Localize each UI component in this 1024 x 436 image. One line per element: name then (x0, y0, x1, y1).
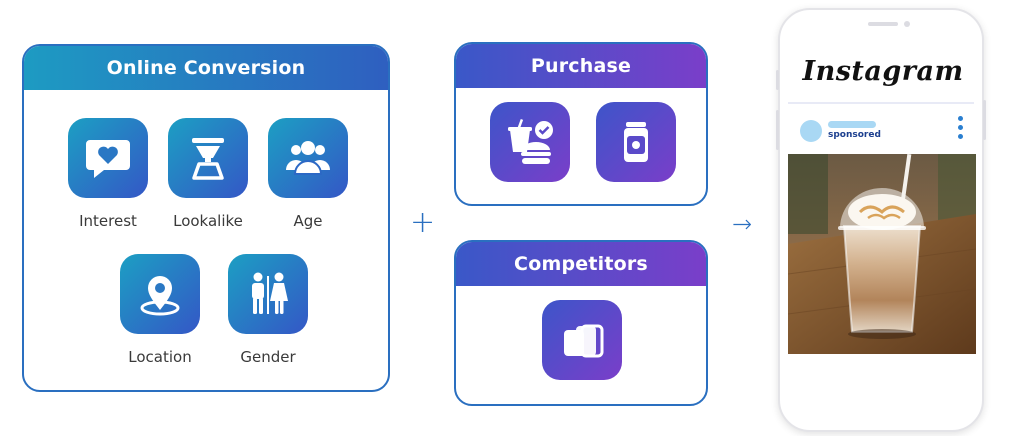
iced-coffee-illustration (788, 154, 976, 354)
people-group-icon (286, 141, 330, 175)
phone-side-button-right (983, 100, 986, 140)
post-account-placeholder (828, 121, 876, 128)
post-more-options-icon[interactable] (958, 116, 964, 143)
competitors-card: Competitors (454, 240, 708, 406)
coffee-dripper-icon (192, 138, 224, 180)
interest-label: Interest (79, 212, 137, 230)
online-conversion-title: Online Conversion (24, 46, 388, 90)
iced-coffee-photo (788, 154, 976, 354)
lookalike-label: Lookalike (173, 212, 243, 230)
coffee-can-icon (624, 122, 648, 162)
lookalike-tile (168, 118, 248, 198)
post-sponsored-label: sponsored (828, 130, 881, 140)
gender-tile (228, 254, 308, 334)
coffee-can-tile (596, 102, 676, 182)
age-tile (268, 118, 348, 198)
plus-operator: + (410, 205, 436, 240)
phone-camera (904, 21, 910, 27)
male-female-icon (252, 272, 288, 314)
instagram-header-divider (788, 102, 974, 104)
layers-tile (542, 300, 622, 380)
fast-food-tile (490, 102, 570, 182)
phone-side-button-left (776, 70, 779, 90)
arrow-operator: → (732, 210, 753, 238)
competitors-title: Competitors (456, 242, 706, 286)
instagram-logo: Instagram (802, 56, 964, 87)
layered-rectangles-icon (564, 324, 604, 358)
age-label: Age (293, 212, 323, 230)
gender-label: Gender (240, 348, 296, 366)
heart-chat-icon (86, 140, 130, 178)
purchase-title: Purchase (456, 44, 706, 88)
purchase-card: Purchase (454, 42, 708, 206)
online-conversion-card: Online Conversion Interest Lookalike Age (22, 44, 390, 392)
phone-side-button-left-2 (776, 110, 779, 150)
location-label: Location (128, 348, 192, 366)
interest-tile (68, 118, 148, 198)
phone-speaker (868, 22, 898, 26)
location-tile (120, 254, 200, 334)
location-pin-icon (140, 276, 180, 316)
phone-mockup: Instagram sponsored (778, 8, 984, 432)
fast-food-check-icon (508, 118, 553, 164)
post-avatar (800, 120, 822, 142)
